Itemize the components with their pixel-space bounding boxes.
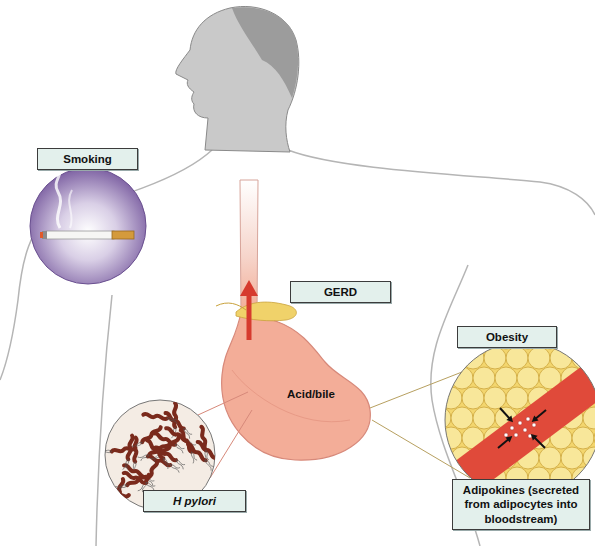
fat-cell bbox=[583, 327, 595, 349]
flagellum bbox=[160, 457, 171, 468]
label-text: Adipokines (secreted from adipocytes int… bbox=[459, 483, 583, 526]
bacterium bbox=[122, 472, 156, 491]
fat-cell bbox=[440, 427, 462, 449]
fat-cell bbox=[429, 447, 451, 469]
bacterium bbox=[115, 471, 149, 491]
fat-cell bbox=[583, 447, 595, 469]
fat-cell bbox=[473, 407, 495, 429]
bacterium-body bbox=[127, 435, 133, 459]
fat-cell bbox=[594, 427, 595, 449]
fat-cell bbox=[561, 327, 583, 349]
label-box: GERD bbox=[290, 281, 391, 303]
flagellum bbox=[138, 452, 150, 462]
label-box: Adipokines (secreted from adipocytes int… bbox=[452, 479, 590, 530]
label-box: H pylori bbox=[143, 490, 246, 512]
fat-cell bbox=[429, 327, 451, 349]
adipokine-dot bbox=[504, 433, 508, 437]
label-text: H pylori bbox=[173, 494, 216, 508]
adipokine-dot bbox=[518, 421, 522, 425]
bacterium-body bbox=[143, 414, 167, 420]
h-pylori-inset bbox=[94, 392, 252, 514]
bacterium bbox=[143, 414, 178, 424]
fat-cell bbox=[528, 347, 550, 369]
fat-cell bbox=[506, 387, 528, 409]
bacterium-body bbox=[115, 479, 124, 503]
bacterium bbox=[185, 443, 214, 470]
bacterium-body bbox=[200, 427, 207, 451]
bacterium-body bbox=[127, 474, 150, 486]
adipokine-dot bbox=[523, 428, 527, 432]
fat-cell bbox=[594, 467, 595, 489]
flagellum bbox=[173, 444, 185, 454]
fat-cell bbox=[451, 367, 473, 389]
fat-cell bbox=[594, 347, 595, 369]
arrow-head bbox=[532, 415, 539, 422]
flagellum bbox=[181, 428, 193, 439]
cigarette-inset bbox=[30, 168, 146, 284]
label-box: Obesity bbox=[457, 326, 557, 348]
bacterium bbox=[108, 486, 137, 514]
label-text: Obesity bbox=[486, 330, 528, 344]
fat-cell bbox=[517, 367, 539, 389]
bacterium-body bbox=[165, 412, 185, 429]
label-text: Smoking bbox=[63, 152, 112, 166]
arrow-head bbox=[505, 436, 512, 443]
arrow-head bbox=[506, 415, 513, 422]
adipokine-dot bbox=[510, 426, 514, 430]
flagellum bbox=[100, 447, 112, 453]
bacterium bbox=[177, 430, 197, 464]
flagellum bbox=[167, 417, 179, 424]
bacterium bbox=[144, 440, 171, 469]
adipokine-dot bbox=[532, 423, 536, 427]
fat-cell bbox=[451, 407, 473, 429]
fat-cell bbox=[539, 447, 561, 469]
flagellum bbox=[169, 464, 181, 473]
flagellum bbox=[115, 482, 127, 491]
bacterium-body bbox=[146, 440, 164, 459]
flagellum bbox=[126, 503, 137, 514]
label-box: Smoking bbox=[37, 148, 138, 170]
fat-cell bbox=[440, 347, 462, 369]
bacterium bbox=[123, 435, 134, 470]
flagellum bbox=[109, 501, 117, 513]
flagellum bbox=[94, 493, 105, 499]
flagellum bbox=[174, 459, 186, 469]
adipokine-dots bbox=[498, 408, 546, 448]
fat-cell bbox=[484, 387, 506, 409]
flagellum bbox=[123, 459, 130, 471]
adipokine-dot bbox=[526, 417, 530, 421]
fat-cell bbox=[473, 367, 495, 389]
organ-label: Acid/bile bbox=[287, 388, 335, 400]
fat-cell bbox=[462, 387, 484, 409]
bacterium-body bbox=[174, 403, 176, 427]
fat-cell bbox=[429, 367, 451, 389]
fat-cell bbox=[572, 347, 594, 369]
bacterium-body bbox=[105, 494, 129, 499]
label-text: GERD bbox=[324, 285, 357, 299]
fat-cell bbox=[550, 347, 572, 369]
fat-cell bbox=[429, 407, 451, 429]
bacterium bbox=[138, 440, 171, 462]
bacterium-body bbox=[145, 461, 158, 484]
fat-cell bbox=[572, 427, 594, 449]
fat-cell bbox=[462, 347, 484, 369]
fat-cell bbox=[561, 447, 583, 469]
flagellum bbox=[202, 450, 209, 462]
fat-cell bbox=[506, 347, 528, 369]
stomach-illustration bbox=[216, 180, 370, 460]
fat-cell bbox=[495, 367, 517, 389]
bacterium bbox=[163, 412, 193, 439]
flagellum bbox=[213, 457, 225, 468]
fat-cell bbox=[429, 487, 451, 509]
adipokine-dot bbox=[514, 433, 518, 437]
bacterium bbox=[109, 478, 124, 513]
arrow-head bbox=[531, 434, 538, 441]
bacterium bbox=[197, 427, 209, 462]
